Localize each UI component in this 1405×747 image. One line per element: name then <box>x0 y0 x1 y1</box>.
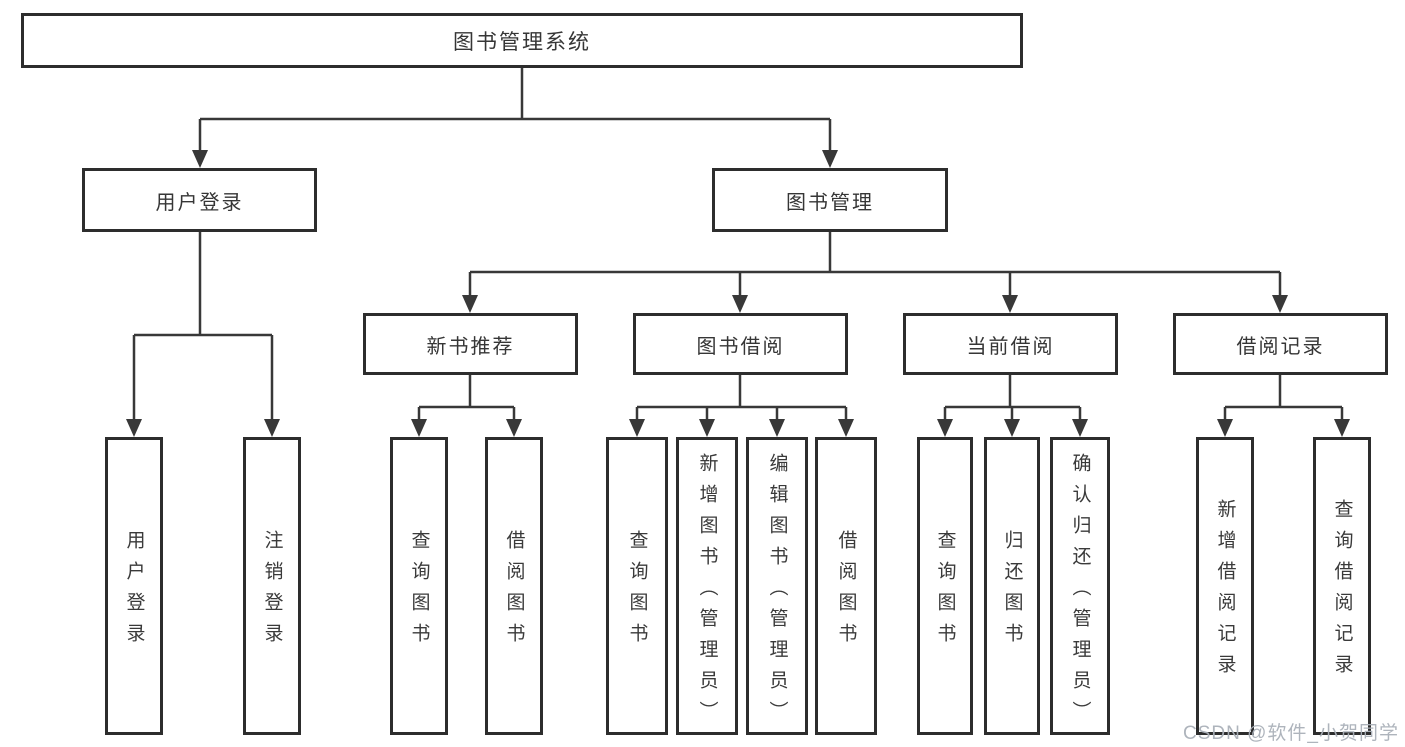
leaf-record-add-label: 新增借阅记录 <box>1214 499 1236 685</box>
leaf-current-confirm-return: 确认归还（管理员） <box>1050 437 1110 735</box>
node-book-borrow-label: 图书借阅 <box>696 335 785 358</box>
node-system-root-label: 图书管理系统 <box>453 30 591 54</box>
leaf-record-add: 新增借阅记录 <box>1196 437 1254 735</box>
leaf-current-return: 归还图书 <box>984 437 1040 735</box>
leaf-newbook-query: 查询图书 <box>390 437 448 735</box>
leaf-logout-label: 注销登录 <box>261 530 283 654</box>
leaf-record-query-label: 查询借阅记录 <box>1331 499 1353 685</box>
leaf-current-query-label: 查询图书 <box>934 530 956 654</box>
leaf-logout: 注销登录 <box>243 437 301 735</box>
leaf-borrow-add-book: 新增图书（管理员） <box>676 437 738 735</box>
leaf-current-query: 查询图书 <box>917 437 973 735</box>
node-book-management-label: 图书管理 <box>786 191 874 214</box>
leaf-borrow-borrow-book-label: 借阅图书 <box>835 530 857 654</box>
node-new-book-recommend: 新书推荐 <box>363 313 578 375</box>
node-borrow-records: 借阅记录 <box>1173 313 1388 375</box>
node-system-root: 图书管理系统 <box>21 13 1023 68</box>
leaf-borrow-query: 查询图书 <box>606 437 668 735</box>
leaf-newbook-borrow-label: 借阅图书 <box>503 530 525 654</box>
csdn-watermark: CSDN @软件_小贺同学 <box>1183 723 1399 744</box>
node-book-management: 图书管理 <box>712 168 948 232</box>
leaf-current-confirm-return-label: 确认归还（管理员） <box>1069 452 1091 732</box>
node-new-book-recommend-label: 新书推荐 <box>426 335 515 358</box>
node-user-login-label: 用户登录 <box>155 191 244 214</box>
leaf-borrow-edit-book: 编辑图书（管理员） <box>746 437 808 735</box>
leaf-borrow-add-book-label: 新增图书（管理员） <box>696 452 718 732</box>
node-user-login: 用户登录 <box>82 168 317 232</box>
connector-segments <box>132 68 1344 422</box>
leaf-borrow-query-label: 查询图书 <box>626 530 648 654</box>
node-borrow-records-label: 借阅记录 <box>1236 335 1325 358</box>
leaf-current-return-label: 归还图书 <box>1001 530 1023 654</box>
leaf-borrow-edit-book-label: 编辑图书（管理员） <box>766 452 788 732</box>
leaf-newbook-borrow: 借阅图书 <box>485 437 543 735</box>
leaf-borrow-borrow-book: 借阅图书 <box>815 437 877 735</box>
leaf-record-query: 查询借阅记录 <box>1313 437 1371 735</box>
node-book-borrow: 图书借阅 <box>633 313 848 375</box>
leaf-user-login-label: 用户登录 <box>123 530 145 654</box>
node-current-borrow-label: 当前借阅 <box>966 335 1055 358</box>
node-current-borrow: 当前借阅 <box>903 313 1118 375</box>
leaf-user-login: 用户登录 <box>105 437 163 735</box>
leaf-newbook-query-label: 查询图书 <box>408 530 430 654</box>
